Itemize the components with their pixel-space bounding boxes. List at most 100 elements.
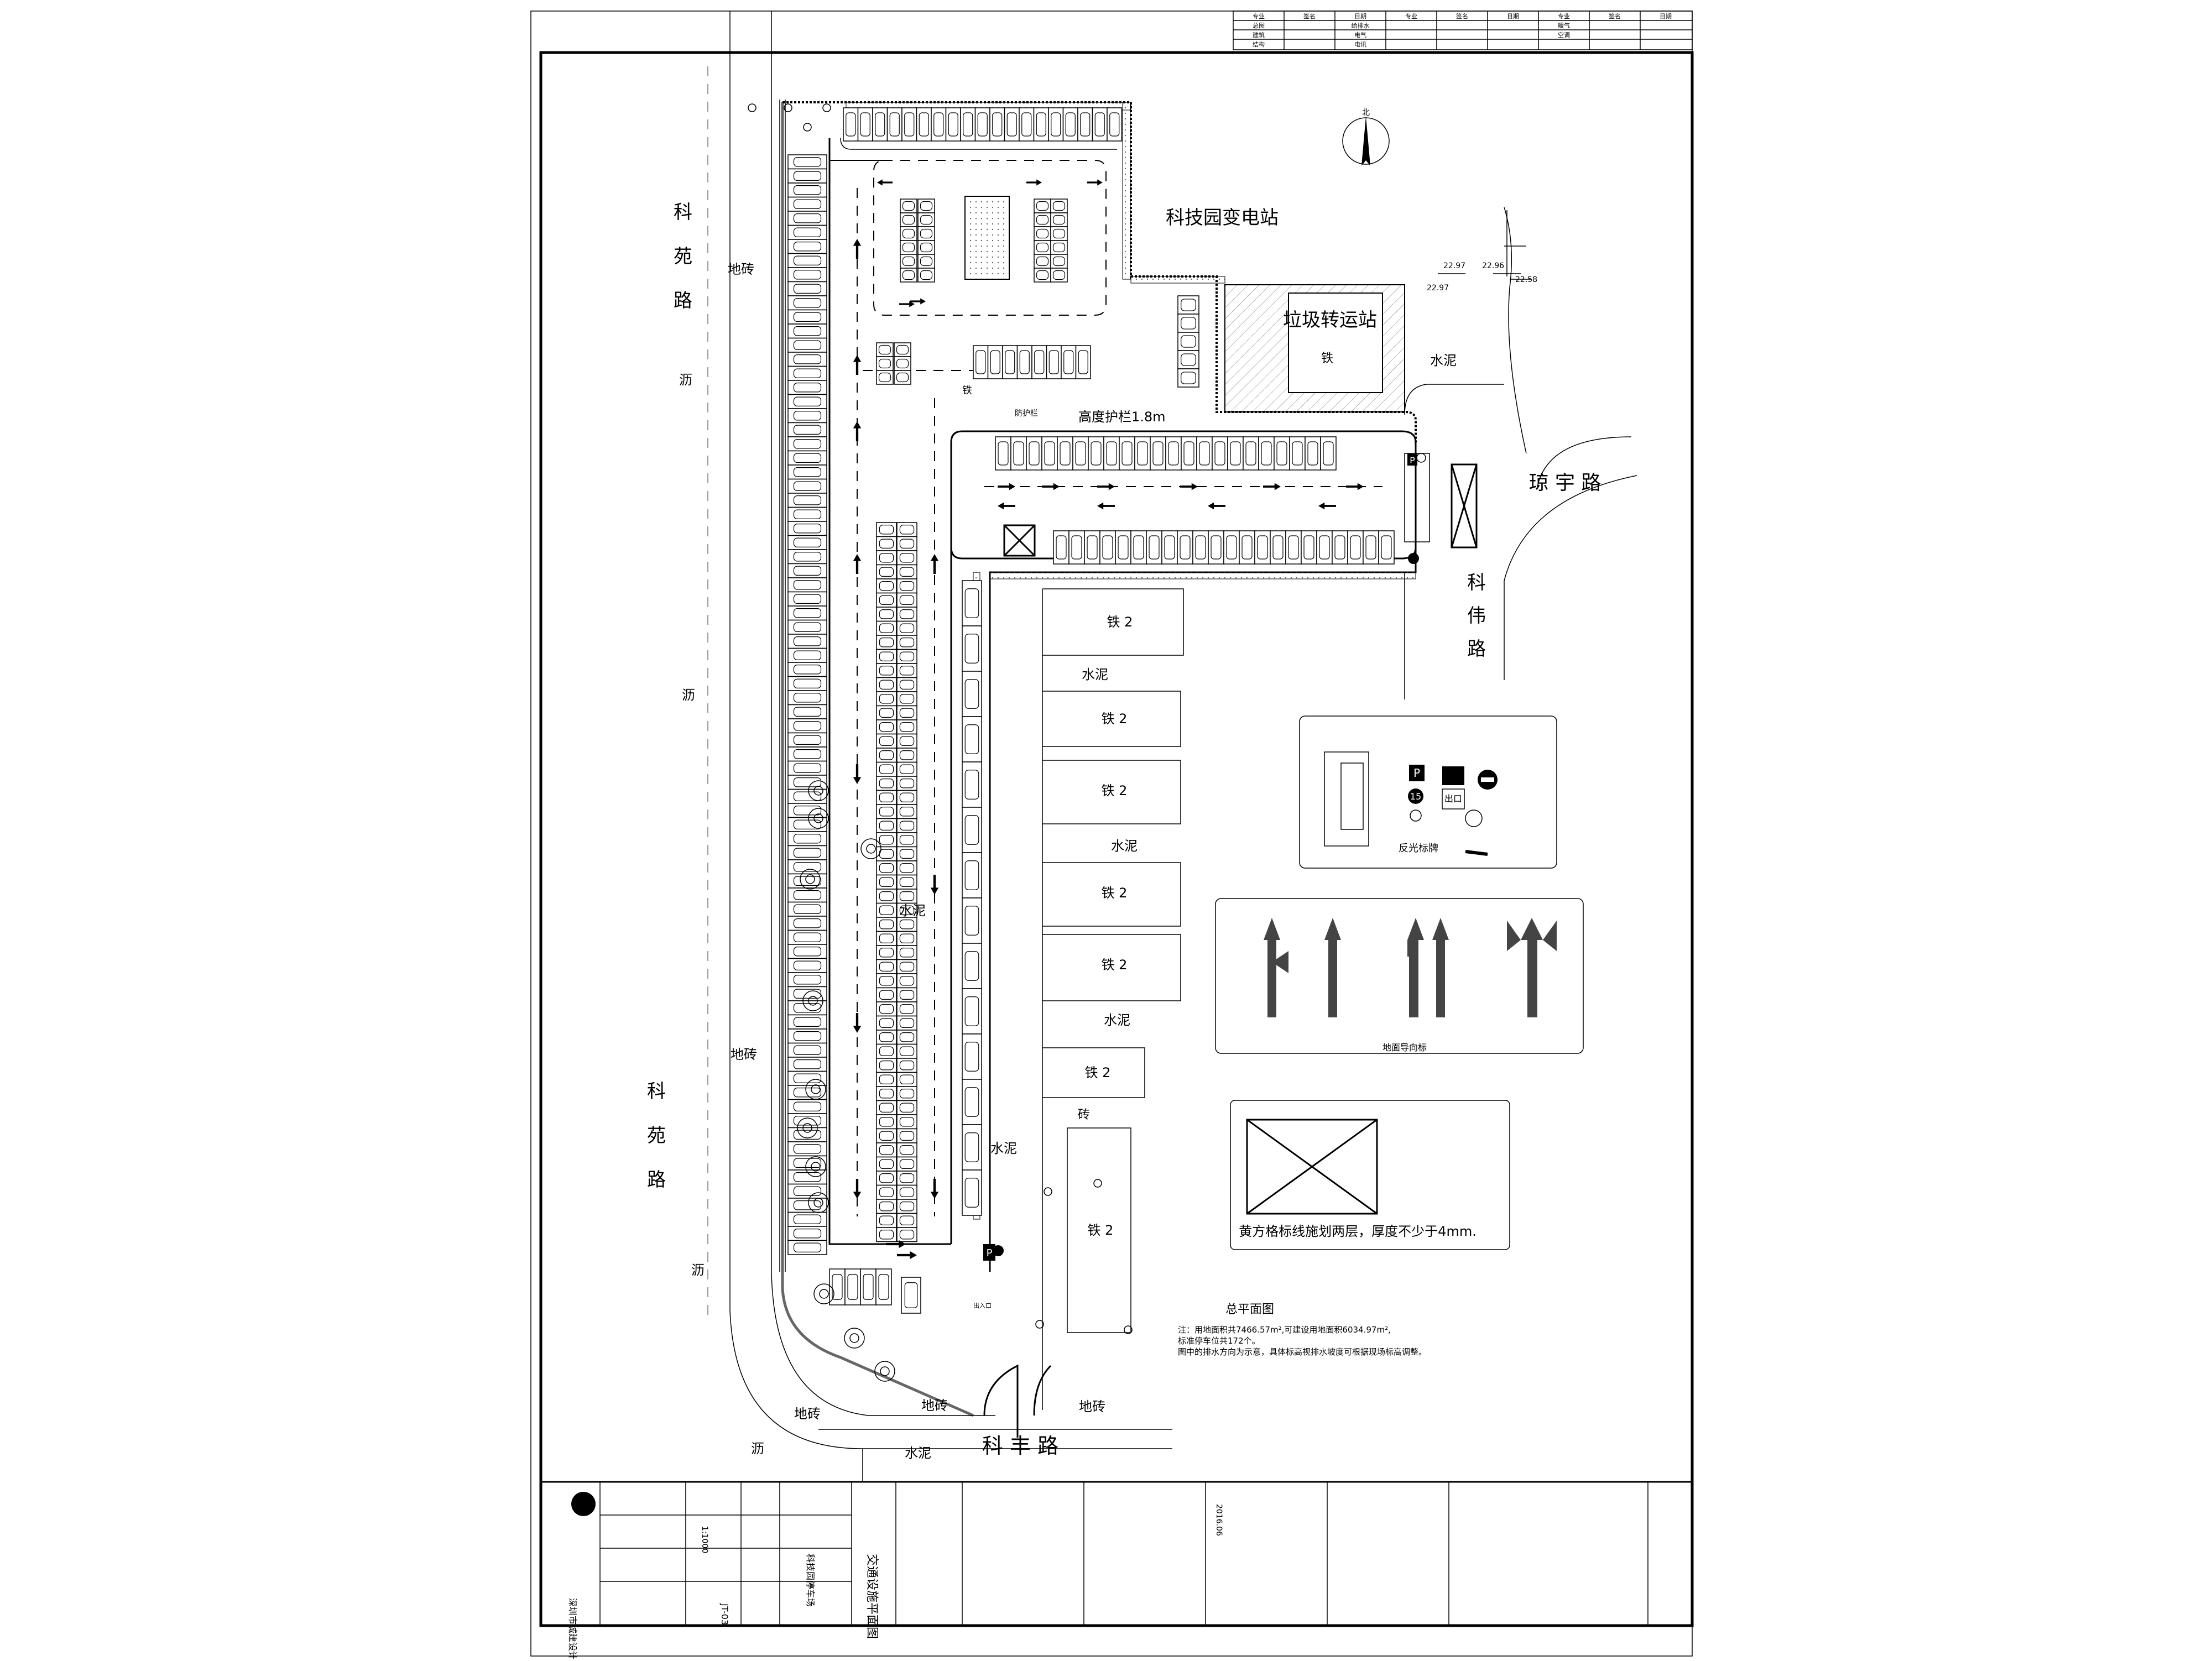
car-symbol — [1323, 441, 1334, 466]
car-symbol — [1181, 317, 1196, 330]
car-symbol — [793, 918, 822, 928]
car-symbol — [899, 609, 915, 619]
car-symbol — [879, 863, 894, 873]
car-symbol — [793, 735, 822, 745]
car-symbol — [964, 1178, 979, 1208]
table-cell: 电讯 — [1354, 41, 1366, 48]
car-symbol — [879, 1215, 894, 1226]
car-symbol — [964, 770, 979, 800]
north-label: 北 — [1362, 108, 1370, 117]
elevation-label: 22.58 — [1515, 275, 1537, 284]
car-symbol — [793, 749, 822, 759]
iron-2-label: 铁 2 — [1102, 783, 1128, 798]
car-symbol — [1052, 256, 1066, 267]
car-symbol — [1036, 256, 1049, 267]
car-symbol — [879, 1187, 894, 1198]
car-symbol — [1036, 270, 1049, 280]
table-cell: 给排水 — [1352, 22, 1370, 29]
car-symbol — [793, 1017, 822, 1027]
car-symbol — [964, 588, 979, 618]
car-symbol — [1044, 441, 1055, 466]
parking-sign — [983, 1244, 995, 1261]
car-symbol — [899, 651, 915, 662]
iron-2-label: 铁 2 — [1102, 957, 1128, 973]
direction-arrow — [1087, 179, 1103, 186]
car-symbol — [899, 623, 915, 634]
car-symbol — [899, 792, 915, 803]
tree-icon — [800, 869, 821, 890]
cement-label: 水泥 — [1104, 1012, 1130, 1028]
direction-arrow — [930, 554, 939, 574]
car-symbol — [1052, 215, 1066, 225]
car-symbol — [879, 877, 894, 887]
car-symbol — [920, 256, 933, 267]
parking-sign-text: P — [987, 1247, 993, 1259]
direction-arrow — [1318, 502, 1336, 510]
car-symbol — [793, 255, 822, 266]
car-symbol — [793, 326, 822, 336]
car-symbol — [1214, 441, 1225, 466]
car-symbol — [1199, 441, 1210, 466]
drawing-number: JT-03 — [719, 1603, 730, 1625]
direction-arrow — [1026, 179, 1042, 186]
car-symbol — [879, 1018, 894, 1028]
car-symbol — [899, 834, 915, 845]
car-symbol — [899, 693, 915, 704]
car-symbol — [948, 112, 958, 137]
iron-2-label: 铁 2 — [1088, 1223, 1114, 1238]
car-symbol — [899, 750, 915, 760]
car-symbol — [879, 821, 894, 831]
car-symbol — [793, 848, 822, 858]
car-symbol — [793, 481, 822, 492]
asphalt-label: 沥 — [751, 1441, 764, 1456]
car-symbol — [1087, 535, 1098, 560]
road-label-keyuan: 路 — [674, 290, 692, 312]
car-symbol — [879, 1004, 894, 1014]
car-symbol — [1005, 350, 1015, 374]
car-symbol — [1195, 535, 1206, 560]
legend-exit-text: 出口 — [1444, 793, 1462, 804]
title-block — [540, 1481, 1693, 1627]
car-symbol — [878, 1274, 889, 1300]
car-symbol — [879, 1116, 894, 1127]
fence-height-label: 高度护栏1.8m — [1078, 409, 1166, 425]
car-symbol — [1181, 353, 1196, 366]
car-symbol — [793, 777, 822, 787]
car-symbol — [1257, 535, 1268, 560]
car-symbol — [793, 1242, 822, 1253]
car-symbol — [793, 199, 822, 210]
car-symbol — [793, 213, 822, 223]
floor-brick-label: 地砖 — [1079, 1399, 1105, 1414]
direction-arrow — [1263, 483, 1281, 490]
road-label-keyuan: 苑 — [647, 1125, 666, 1147]
car-symbol — [1183, 441, 1194, 466]
car-symbol — [963, 112, 973, 137]
car-symbol — [899, 806, 915, 817]
car-symbol — [1181, 372, 1196, 384]
cement-label: 水泥 — [905, 1445, 931, 1461]
direction-arrow — [853, 554, 862, 574]
car-symbol — [902, 270, 915, 280]
car-symbol — [879, 1145, 894, 1155]
car-symbol — [793, 678, 822, 689]
north-arrow — [1342, 116, 1390, 166]
legend-ground-arrows — [1215, 898, 1584, 1054]
direction-arrow — [998, 502, 1015, 510]
car-symbol — [793, 608, 822, 618]
car-symbol — [793, 763, 822, 774]
car-symbol — [902, 228, 915, 239]
car-symbol — [793, 382, 822, 393]
car-symbol — [793, 1186, 822, 1197]
car-symbol — [793, 171, 822, 181]
car-symbol — [1180, 535, 1191, 560]
car-symbol — [793, 833, 822, 844]
marker-icon — [803, 123, 812, 132]
car-symbol — [933, 112, 944, 137]
car-symbol — [964, 860, 979, 890]
car-symbol — [899, 1088, 915, 1099]
car-symbol — [899, 778, 915, 788]
tree-icon — [849, 1333, 859, 1343]
car-symbol — [904, 112, 915, 137]
car-symbol — [899, 637, 915, 647]
car-symbol — [793, 396, 822, 407]
